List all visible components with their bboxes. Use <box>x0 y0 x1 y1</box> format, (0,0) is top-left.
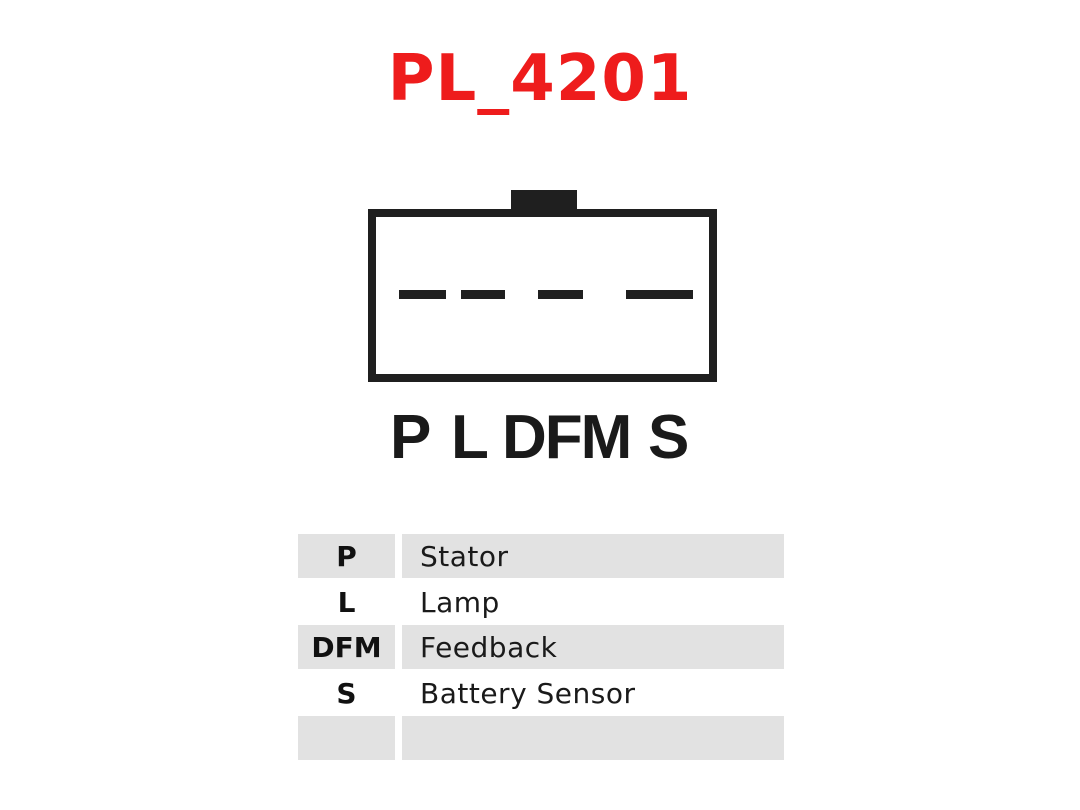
legend-description: Feedback <box>402 625 784 669</box>
legend-row: S Battery Sensor <box>298 671 784 716</box>
pin-labels-row: P L DFM S <box>0 402 1080 482</box>
pin-slot-s <box>626 290 693 299</box>
connector-diagram <box>368 190 717 382</box>
pin-legend-table: P Stator L Lamp DFM Feedback S Battery S… <box>298 534 784 762</box>
part-number-title: PL_4201 <box>387 42 693 116</box>
legend-description: Lamp <box>420 585 500 619</box>
legend-code: L <box>337 585 356 619</box>
legend-description <box>402 716 784 760</box>
legend-description: Battery Sensor <box>420 676 636 710</box>
legend-code: DFM <box>298 625 395 669</box>
legend-description: Stator <box>402 534 784 578</box>
pin-label-dfm: DFM <box>502 403 632 472</box>
connector-housing-outline <box>368 209 717 382</box>
pin-slot-p <box>399 290 446 299</box>
pin-slot-dfm <box>538 290 583 299</box>
pin-slot-l <box>461 290 505 299</box>
pin-label-s: S <box>648 403 689 472</box>
legend-code: P <box>298 534 395 578</box>
legend-row: DFM Feedback <box>298 625 784 670</box>
legend-code: S <box>336 676 357 710</box>
pin-label-l: L <box>451 403 489 472</box>
legend-row: P Stator <box>298 534 784 579</box>
legend-row: L Lamp <box>298 580 784 625</box>
pin-label-p: P <box>390 403 431 472</box>
legend-code <box>298 716 395 760</box>
legend-row <box>298 716 784 761</box>
